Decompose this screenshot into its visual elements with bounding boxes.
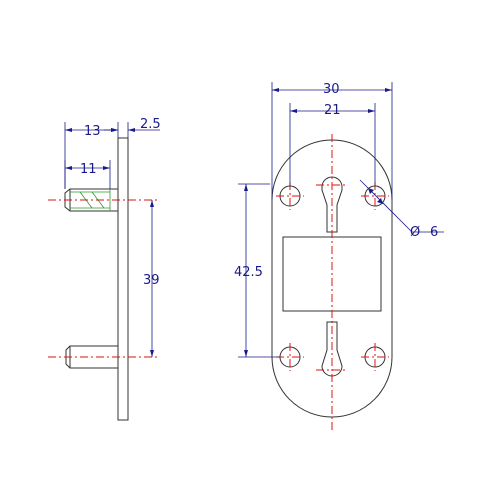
lower-keyhole bbox=[321, 321, 343, 377]
dim-hole-spacing-h: 21 bbox=[289, 103, 376, 186]
dim-13-label: 13 bbox=[84, 124, 101, 139]
dim-21-label: 21 bbox=[324, 103, 341, 118]
dim-11-label: 11 bbox=[80, 162, 97, 177]
front-plate-outline bbox=[271, 139, 393, 418]
dim-pin-spacing: 39 bbox=[143, 200, 160, 357]
dim-hole-diameter: Ø 6 bbox=[359, 179, 444, 240]
dim-42-5-label: 42.5 bbox=[234, 265, 263, 280]
diameter-symbol: Ø bbox=[410, 225, 420, 240]
side-view: 13 2.5 11 39 bbox=[48, 117, 161, 421]
dim-30-label: 30 bbox=[323, 82, 340, 97]
side-plate bbox=[117, 137, 129, 421]
dim-plate-thickness: 2.5 bbox=[104, 117, 161, 138]
front-view: 30 21 42.5 Ø 6 bbox=[234, 82, 444, 430]
dim-plate-width: 30 bbox=[271, 82, 393, 200]
dim-hole-spacing-v: 42.5 bbox=[234, 183, 280, 358]
dim-2-5-label: 2.5 bbox=[140, 117, 161, 132]
dim-39-label: 39 bbox=[143, 273, 160, 288]
dim-thread-length: 11 bbox=[64, 160, 111, 189]
dim-6-label: 6 bbox=[430, 225, 438, 240]
